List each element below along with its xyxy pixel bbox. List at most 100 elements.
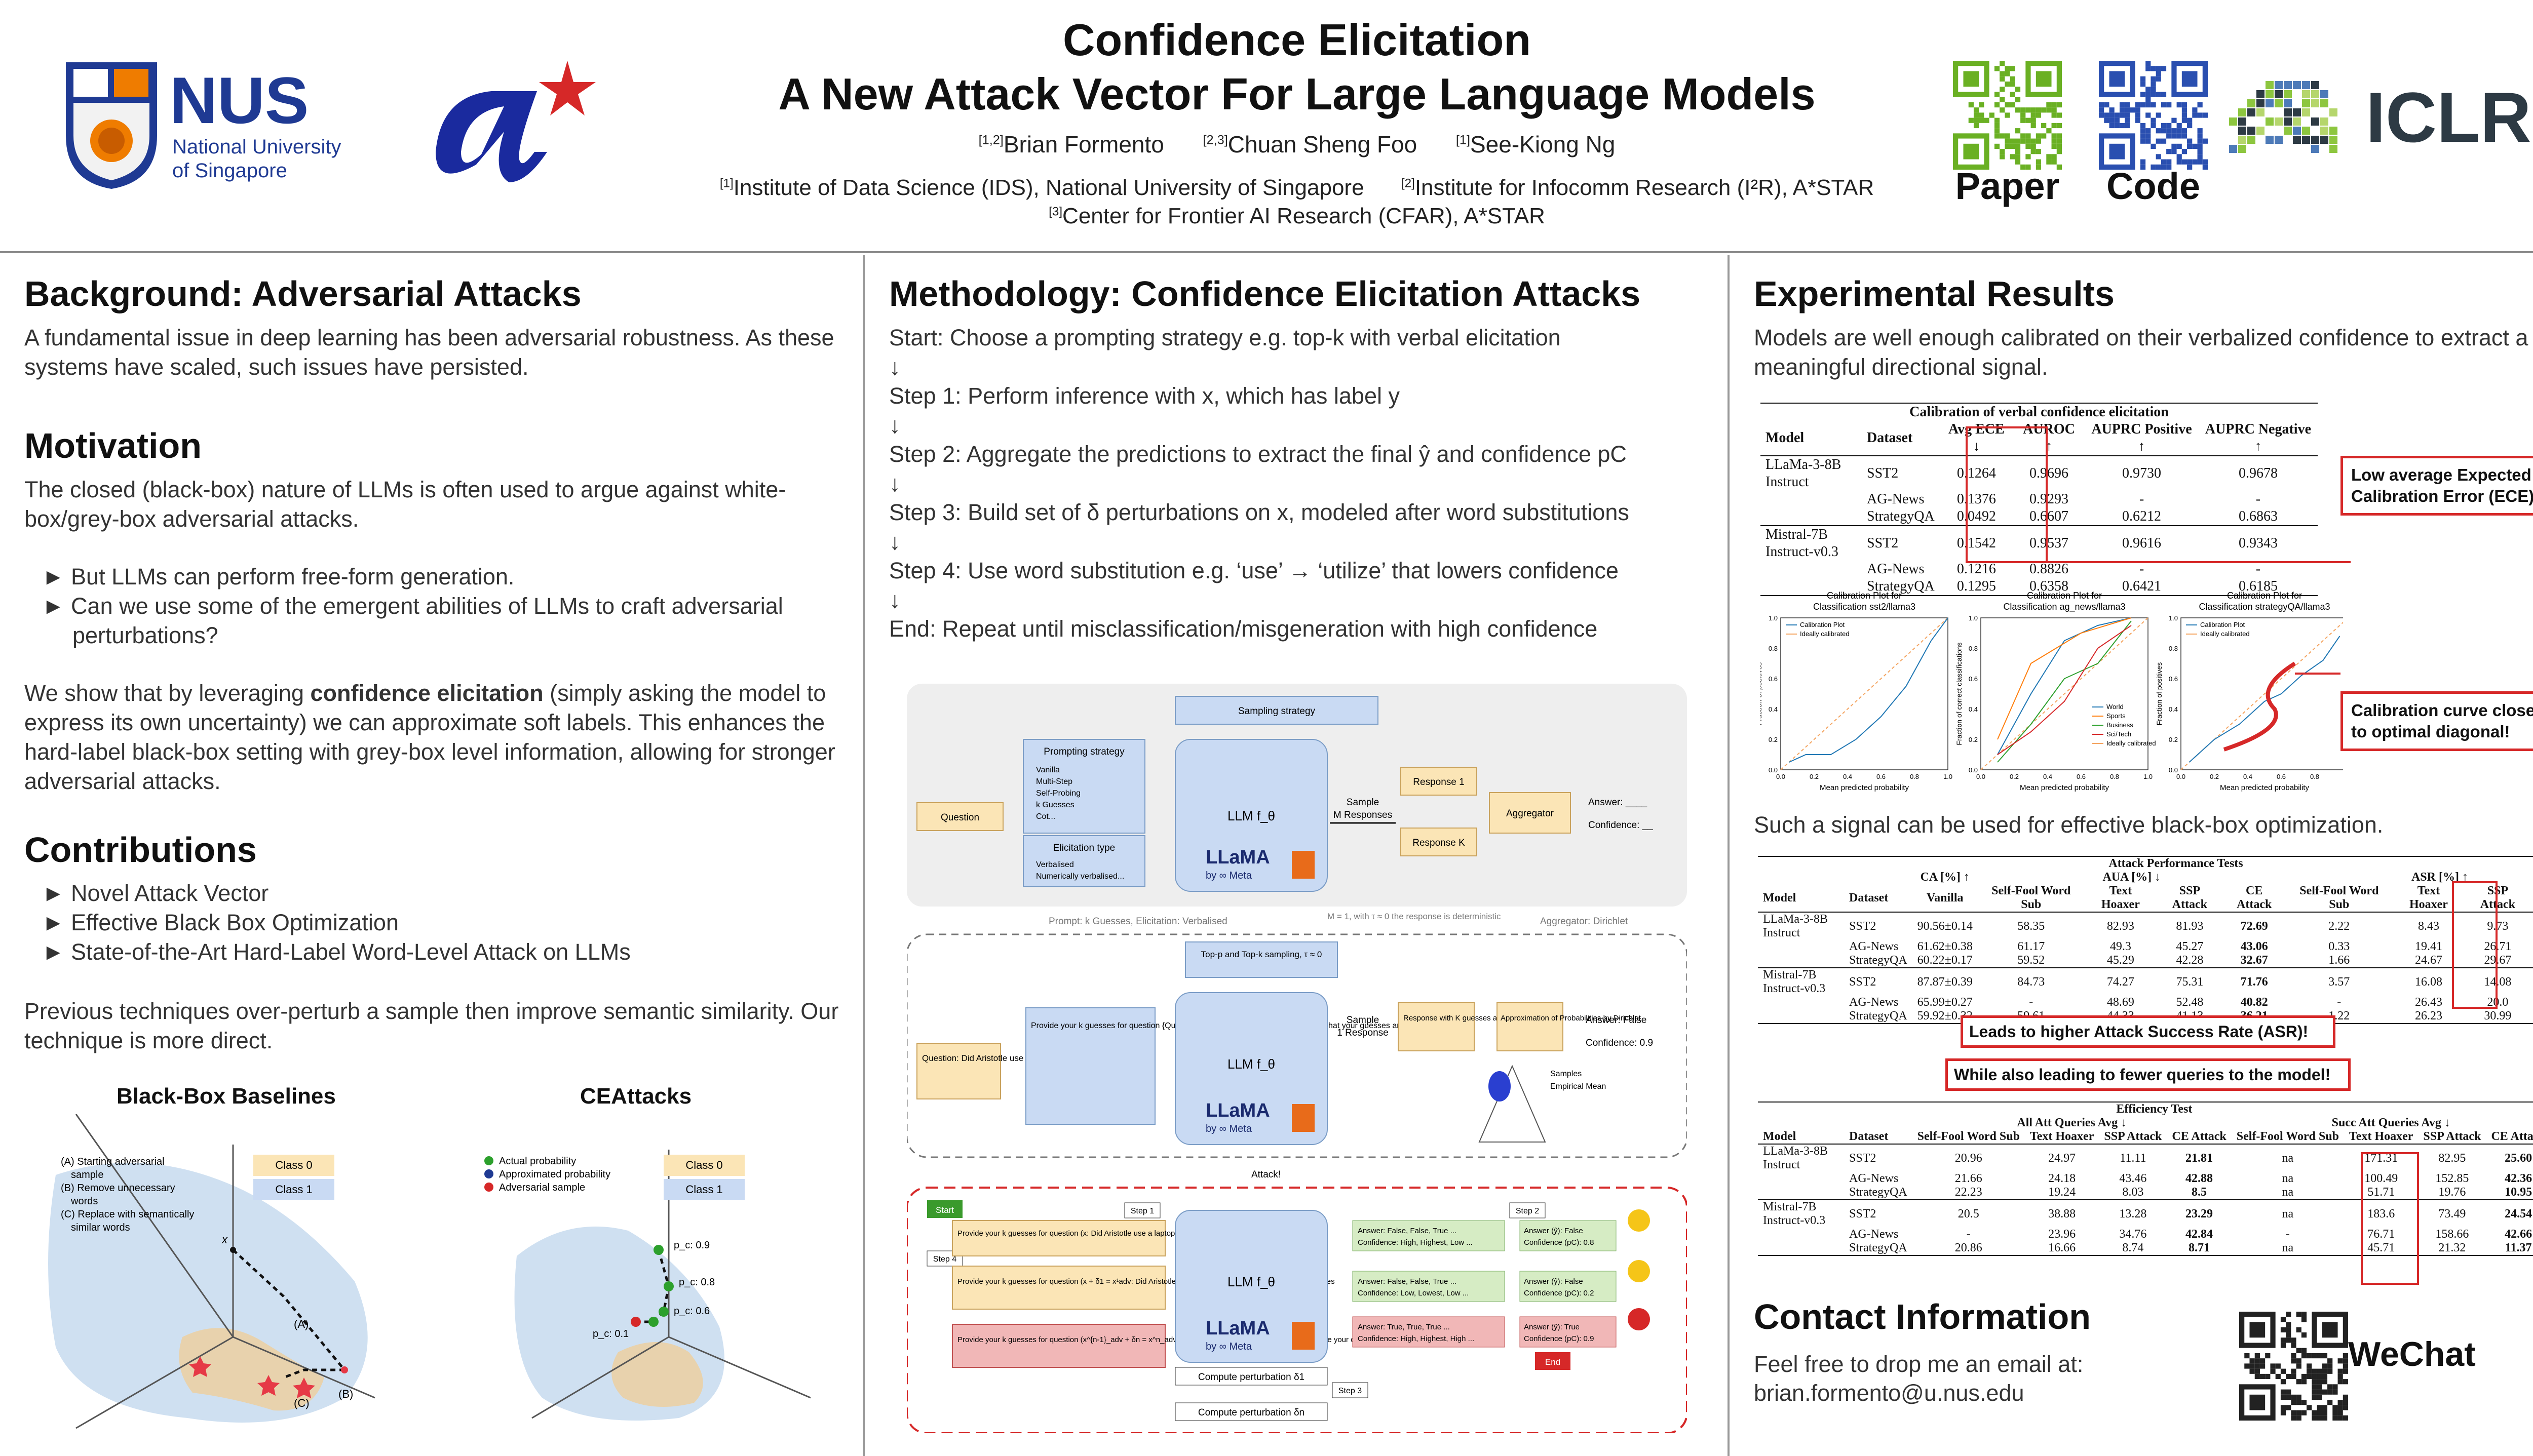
- table-cell: -: [2337, 996, 2342, 1009]
- table-cell: 0.33: [2328, 940, 2350, 953]
- svg-text:LLaMA: LLaMA: [1206, 847, 1270, 868]
- table-cell: 0.9343: [2238, 535, 2278, 551]
- svg-text:Start: Start: [936, 1205, 954, 1215]
- table-cell: 0.1264: [1956, 465, 1996, 481]
- table-cell: 32.67: [2240, 954, 2268, 967]
- paper-qr-code[interactable]: [1953, 61, 2062, 170]
- step-4: Step 4: Use word substitution e.g. ‘use’…: [889, 558, 1619, 583]
- table-header-cell: AUPRC Positive ↑: [2085, 421, 2199, 456]
- table-cell: 38.88: [2048, 1207, 2076, 1221]
- step-arrow: ↓: [889, 353, 901, 380]
- svg-text:p_c: 0.8: p_c: 0.8: [679, 1277, 715, 1288]
- methodology-heading: Methodology: Confidence Elicitation Atta…: [889, 274, 1641, 313]
- table-cell: 20.5: [1958, 1207, 1979, 1221]
- svg-text:(C) Replace with semantically: (C) Replace with semantically: [61, 1209, 194, 1220]
- table-cell: 30.74: [2531, 940, 2533, 954]
- x-axis-label: Mean predicted probability: [2020, 783, 2109, 792]
- legend-label: Calibration Plot: [1800, 621, 1845, 628]
- legend-label: Sports: [2106, 712, 2126, 720]
- svg-text:Multi-Step: Multi-Step: [1036, 777, 1072, 786]
- table-cell: 0.9616: [2122, 535, 2161, 551]
- table-header-cell: Model: [1760, 421, 1862, 456]
- author-2: Chuan Sheng Foo: [1227, 131, 1417, 158]
- table-cell: [1760, 508, 1862, 526]
- svg-text:Class 0: Class 0: [275, 1159, 312, 1171]
- table-cell: 45.29: [2106, 954, 2134, 967]
- paper-label[interactable]: Paper: [1955, 165, 2060, 207]
- svg-text:Compute perturbation δ1: Compute perturbation δ1: [1198, 1372, 1304, 1383]
- contribution-bullets: ► Novel Attack Vector ► Effective Black …: [24, 879, 845, 967]
- svg-text:Compute perturbation δn: Compute perturbation δn: [1198, 1407, 1304, 1418]
- table-cell: Mistral-7B Instruct-v0.3: [1763, 1200, 1826, 1227]
- table-cell: 24.67: [2414, 954, 2442, 967]
- table-cell: 76.71: [2367, 1228, 2395, 1241]
- svg-text:Sampling strategy: Sampling strategy: [1238, 706, 1316, 717]
- table-cell: Mistral-7B Instruct-v0.3: [1766, 527, 1838, 560]
- table-cell: 16.66: [2048, 1241, 2076, 1254]
- table-cell: 10.95: [2505, 1186, 2532, 1199]
- code-label[interactable]: Code: [2106, 165, 2200, 207]
- svg-text:sample: sample: [71, 1169, 103, 1180]
- table-cell: 58.35: [2017, 919, 2045, 933]
- column-divider-1: [863, 255, 865, 1456]
- motivation-text-2: We show that by leveraging confidence el…: [24, 680, 835, 794]
- svg-text:Attack!: Attack!: [1251, 1169, 1281, 1180]
- table-cell: -: [2029, 996, 2033, 1009]
- svg-text:Prompt: k Guesses, Elicitation: Prompt: k Guesses, Elicitation: Verbalis…: [1049, 916, 1227, 927]
- table-cell: 0.1216: [1956, 561, 1996, 577]
- table-cell: 48.69: [2106, 996, 2134, 1009]
- svg-text:Sample: Sample: [1347, 797, 1379, 808]
- y-tick-label: 0.8: [1769, 645, 1778, 652]
- table-cell: StrategyQA: [1849, 1009, 1907, 1022]
- svg-text:Vanilla: Vanilla: [1036, 766, 1060, 774]
- table-header-cell: SSP Attack: [2465, 884, 2531, 913]
- table-cell: 8.71: [2189, 1241, 2210, 1254]
- plot-frame: [2180, 617, 2343, 770]
- wechat-qr-code[interactable]: [2239, 1312, 2348, 1421]
- contact-email[interactable]: brian.formento@u.nus.edu: [1754, 1380, 2024, 1406]
- table-header-cell: Text Hoaxer: [2084, 884, 2157, 913]
- svg-text:Response 1: Response 1: [1413, 777, 1464, 788]
- svg-text:(A): (A): [294, 1318, 309, 1330]
- svg-text:LLM f_θ: LLM f_θ: [1227, 808, 1275, 823]
- ideal-line: [2180, 621, 2343, 770]
- attack-comparison-figure: x (A)(C)(B) (A) Starting adversarial sam…: [48, 1114, 811, 1429]
- bullet-item: ► Novel Attack Vector: [42, 880, 269, 906]
- table-cell: na: [2282, 1172, 2294, 1185]
- table-cell: 2.22: [2328, 919, 2350, 933]
- table-cell: 49.3: [2109, 940, 2131, 953]
- table-group-header: All Att Queries Avg ↓: [2017, 1116, 2127, 1129]
- svg-text:Answer: False, False, True ...: Answer: False, False, True ...: [1358, 1277, 1456, 1286]
- svg-text:Step 4: Step 4: [933, 1255, 956, 1264]
- svg-text:by ∞ Meta: by ∞ Meta: [1206, 1123, 1252, 1134]
- table-cell: 61.62±0.38: [1917, 940, 1973, 953]
- svg-text:Answer (ŷ): False: Answer (ŷ): False: [1524, 1277, 1583, 1286]
- contributions-text: Previous techniques over-perturb a sampl…: [24, 998, 839, 1053]
- code-qr-code[interactable]: [2099, 61, 2208, 170]
- step-arrow: ↓: [889, 528, 901, 555]
- table-cell: -: [2139, 491, 2144, 507]
- column-divider-2: [1728, 255, 1730, 1456]
- ideal-line: [1980, 617, 2148, 770]
- table-cell: [1758, 996, 1844, 1009]
- svg-text:Response K: Response K: [1412, 838, 1465, 848]
- table-cell: [1758, 1172, 1844, 1186]
- table-cell: 152.85: [2435, 1172, 2469, 1185]
- callout-low-ece: Low average Expected Calibration Error (…: [2340, 456, 2533, 516]
- table-cell: 73.49: [2438, 1207, 2466, 1221]
- table-header-cell: Dataset: [1862, 421, 1940, 456]
- y-tick-label: 0.4: [2169, 705, 2178, 713]
- table-cell: Mistral-7B Instruct-v0.3: [1763, 968, 1826, 995]
- table-header-cell: Dataset: [1844, 1130, 1912, 1145]
- svg-text:Prompting strategy: Prompting strategy: [1044, 746, 1125, 757]
- x-tick-label: 0.6: [2077, 773, 2086, 780]
- table-cell: -: [2255, 491, 2261, 507]
- table-group-row: CA [%] ↑AUA [%] ↓ASR [%] ↑: [1758, 871, 2533, 884]
- table-header-cell: CE Attack: [2167, 1130, 2232, 1145]
- table-cell: 0.6421: [2122, 578, 2161, 594]
- wechat-label: WeChat: [2348, 1335, 2476, 1373]
- table-cell: 34.76: [2119, 1228, 2147, 1241]
- table-cell: 24.97: [2048, 1151, 2076, 1165]
